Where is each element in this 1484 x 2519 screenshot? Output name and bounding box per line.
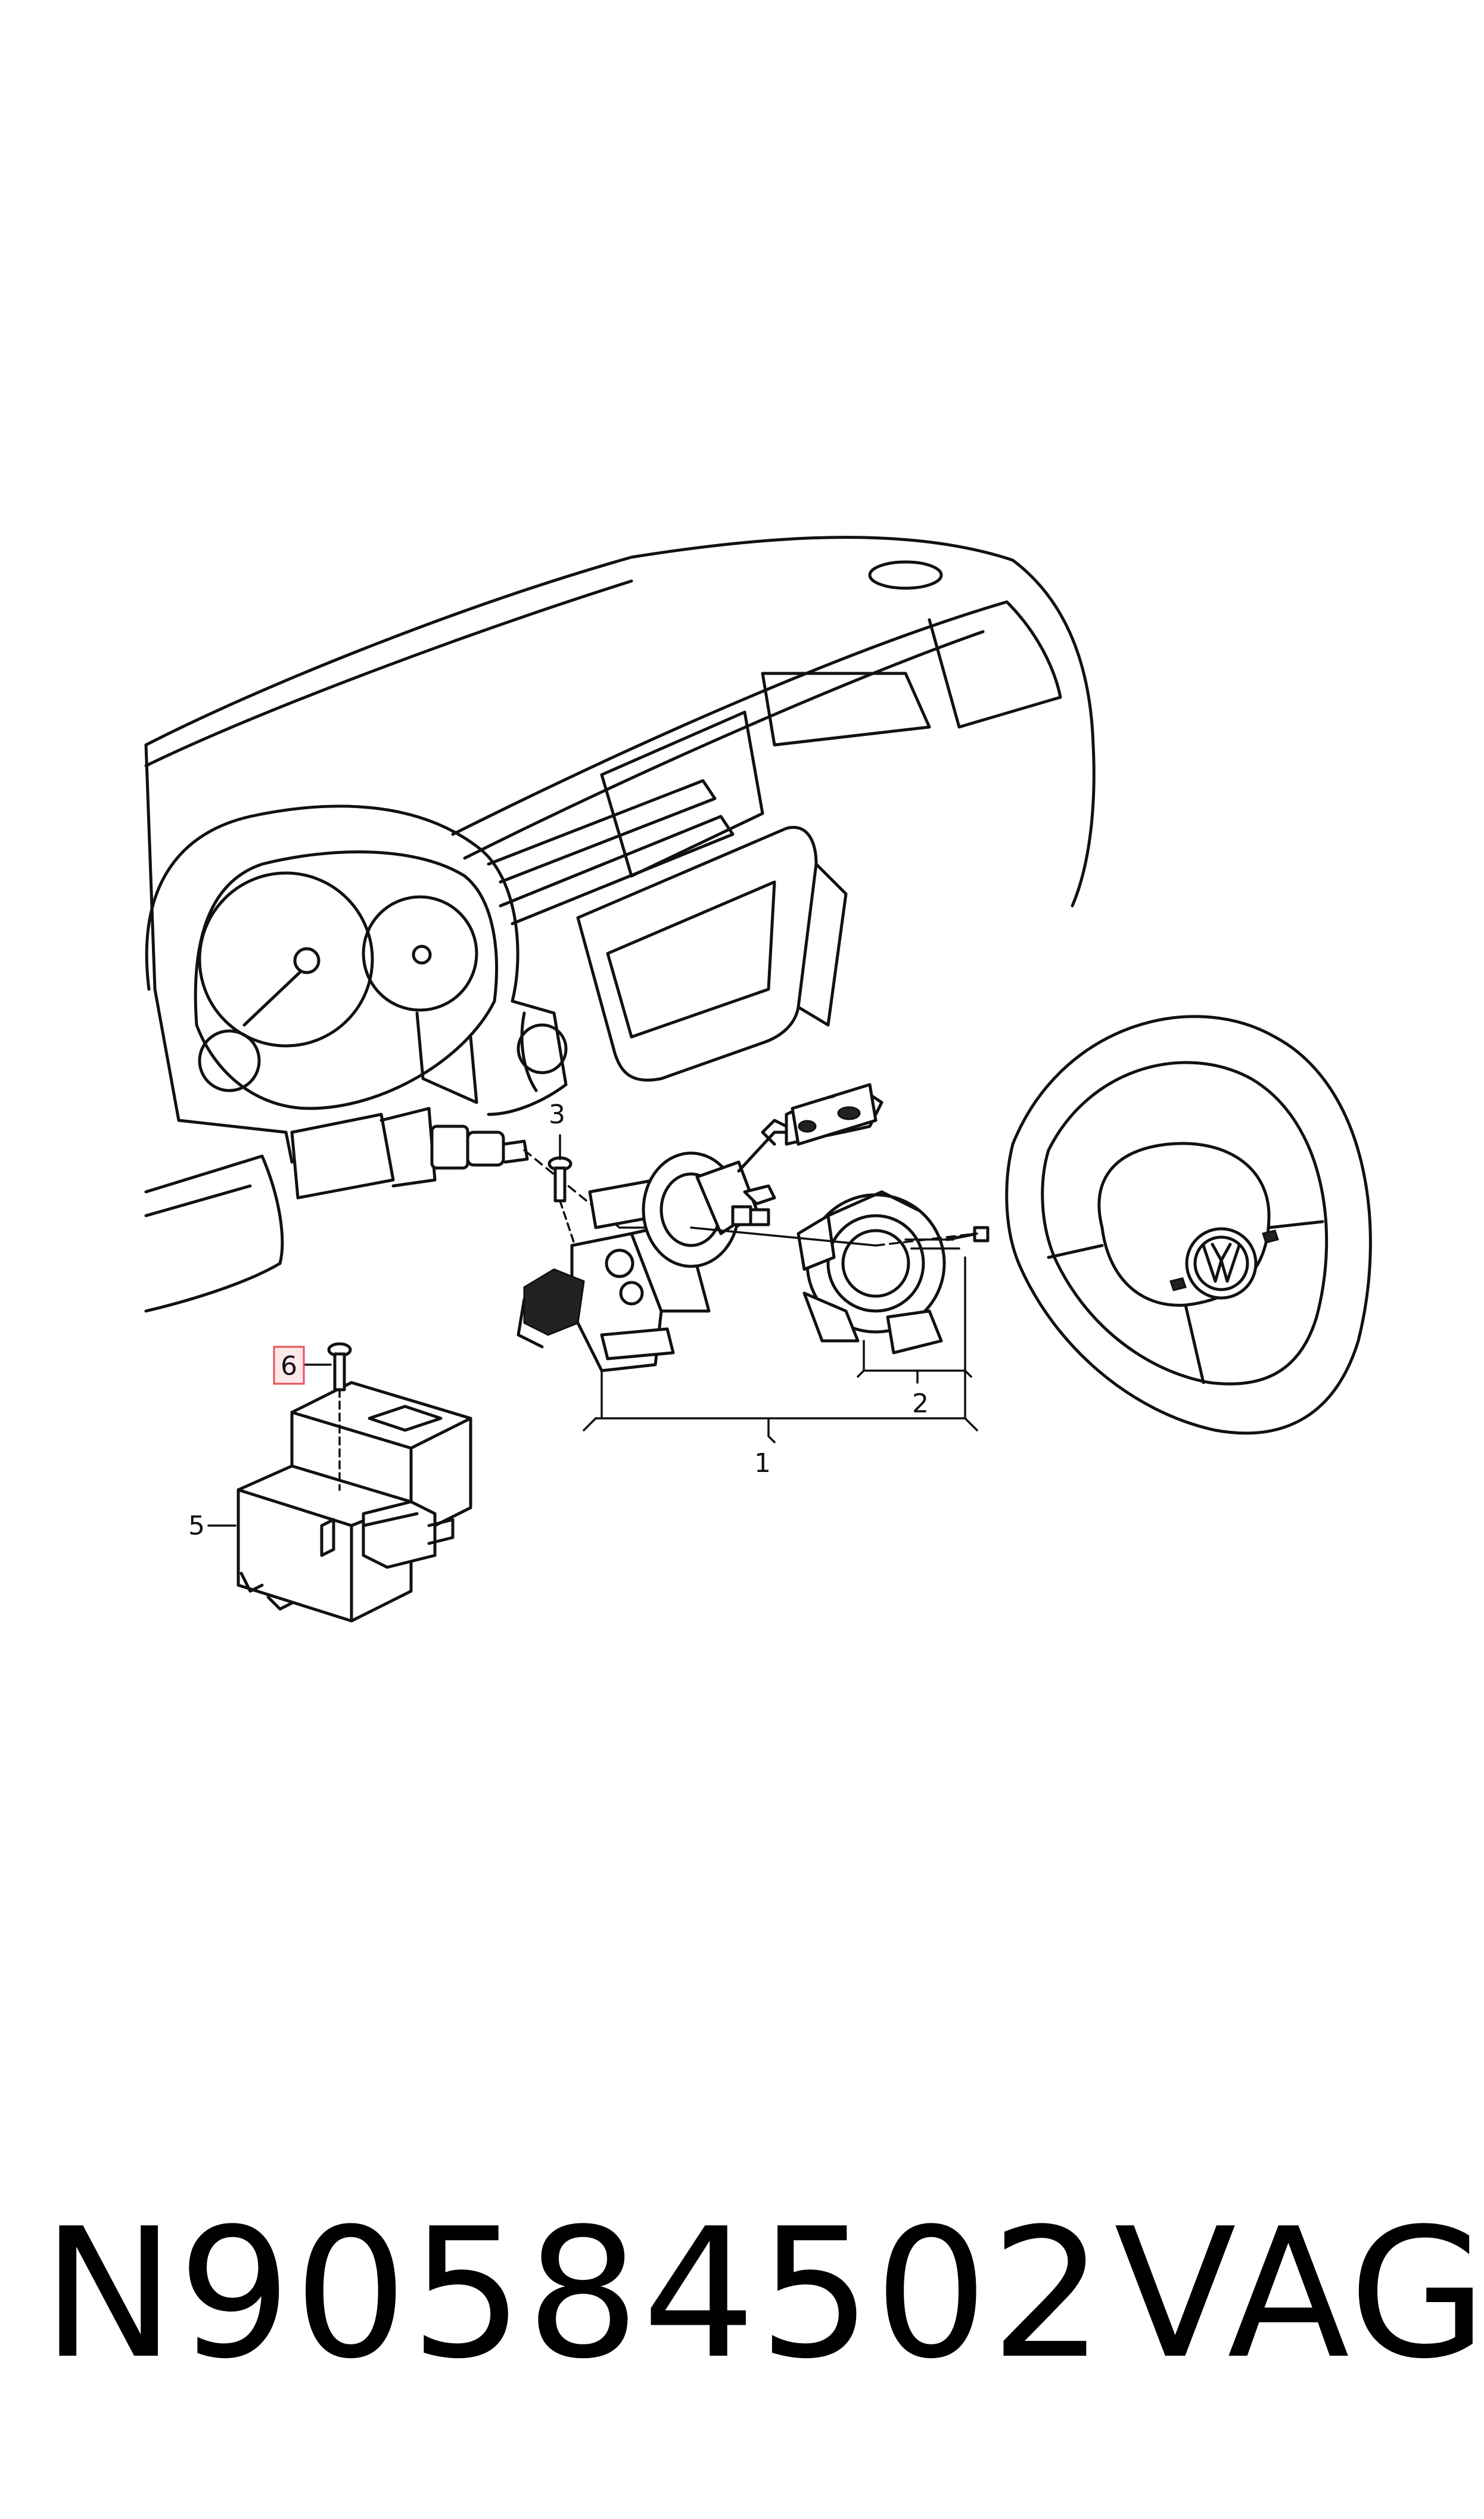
screw-3-illustration xyxy=(547,1156,576,1247)
callout-3[interactable]: 3 xyxy=(549,1099,565,1130)
steering-wheel-illustration xyxy=(1005,1015,1372,1435)
brand-label: VAG xyxy=(1114,2190,1484,2398)
control-unit-illustration xyxy=(237,1381,472,1623)
callout-2[interactable]: 2 xyxy=(912,1389,929,1419)
combination-switch xyxy=(517,1083,883,1372)
callout-6[interactable]: 6 xyxy=(281,1351,297,1381)
callout-leaders xyxy=(207,1134,978,1527)
part-number: N90584502 xyxy=(42,2190,1107,2398)
screw-6-illustration xyxy=(327,1342,352,1491)
clock-spring-unit xyxy=(690,1190,990,1355)
dashboard-illustration xyxy=(144,536,1096,1313)
callout-1[interactable]: 1 xyxy=(754,1448,771,1479)
callout-5[interactable]: 5 xyxy=(188,1511,205,1541)
callout-6-highlight-box xyxy=(273,1346,305,1385)
